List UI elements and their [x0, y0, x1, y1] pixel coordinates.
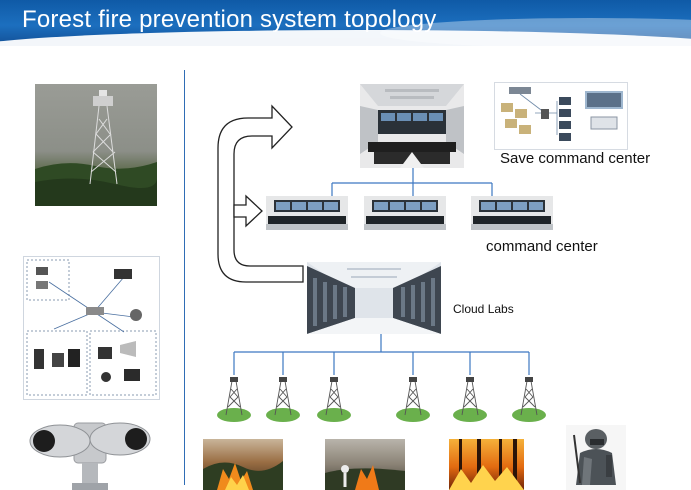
tower-icon-6: [510, 375, 548, 423]
tower-icon-2: [264, 375, 302, 423]
flow-arrow-inner: [233, 194, 263, 228]
ptz-camera-photo: [28, 413, 152, 490]
banner-swoosh: [0, 30, 691, 46]
tower-icon-4: [394, 375, 432, 423]
save-command-center-diagram: [494, 82, 628, 150]
forest-fire-photo-3: [449, 439, 524, 490]
firefighter-photo: [566, 425, 626, 490]
column-divider: [184, 70, 185, 485]
cloud-labs-label: Cloud Labs: [453, 302, 514, 316]
tower-icon-5: [451, 375, 489, 423]
title-banner: Forest fire prevention system topology: [0, 0, 691, 46]
equipment-network-diagram: [23, 256, 160, 400]
data-center-photo: [307, 262, 441, 334]
command-center-photo-2: [364, 196, 446, 230]
command-center-photo-3: [471, 196, 553, 230]
forest-fire-photo-2: [325, 439, 405, 490]
page-title: Forest fire prevention system topology: [22, 6, 437, 33]
command-center-photo-1: [266, 196, 348, 230]
tower-icon-3: [315, 375, 353, 423]
tower-icon-1: [215, 375, 253, 423]
save-command-center-label: Save command center: [500, 150, 651, 167]
flow-arrow-outer: [217, 104, 304, 283]
command-hall-photo: [360, 84, 464, 168]
forest-fire-photo-1: [203, 439, 283, 490]
monitoring-tower-photo: [35, 84, 157, 206]
command-center-label: command center: [486, 238, 598, 255]
